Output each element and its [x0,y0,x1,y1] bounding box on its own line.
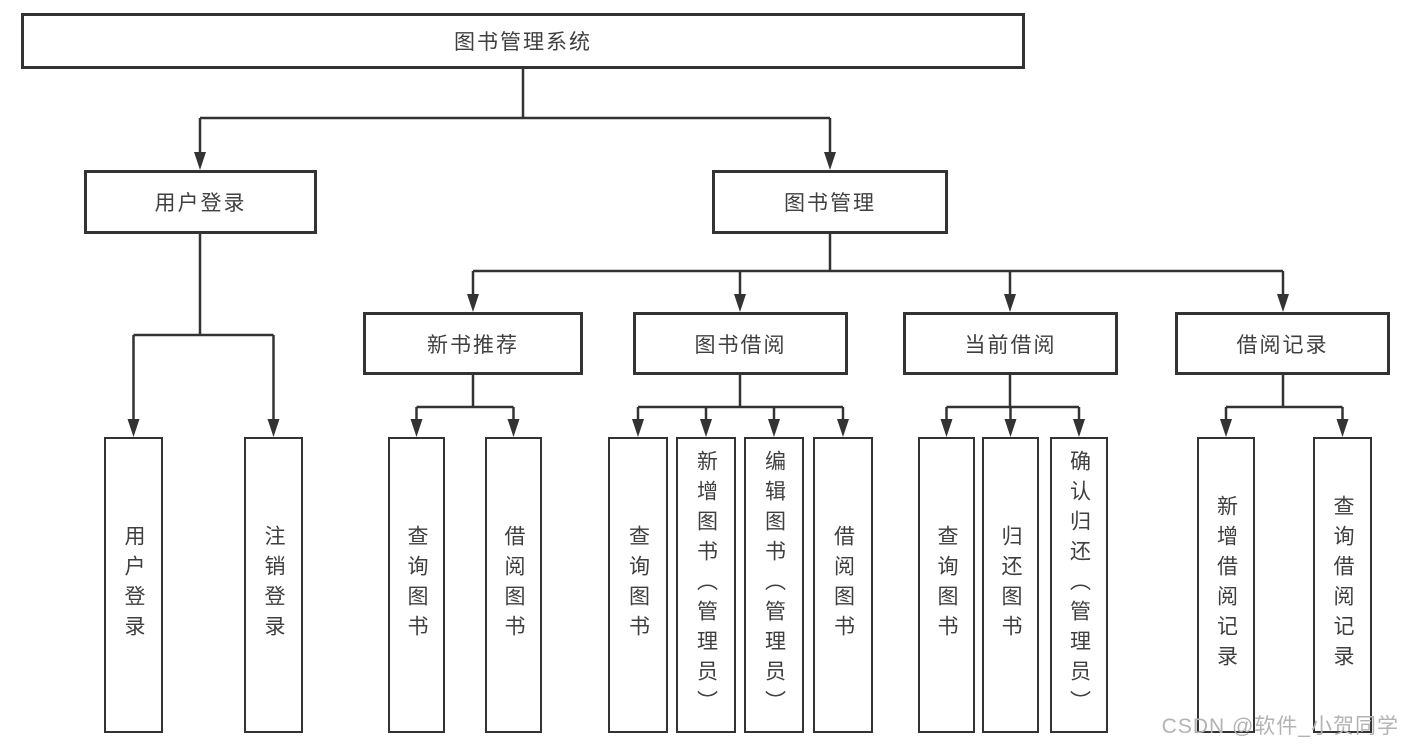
node-label: 查询图书 [405,525,428,645]
node-label: 图书借阅 [694,333,787,357]
node-label: 查询图书 [935,525,958,645]
node-label: 用户登录 [154,192,247,215]
node-new-book-recommendation: 新书推荐 [363,312,583,375]
node-leaf-query-books: 查询图书 [388,437,445,733]
node-leaf-query-books: 查询图书 [918,437,975,733]
node-user-login-group: 用户登录 [84,170,317,234]
node-label: 新增图书（管理员） [694,450,718,720]
node-leaf-edit-books-admin: 编辑图书（管理员） [744,437,804,733]
csdn-watermark: CSDN @软件_小贺同学 [1161,715,1399,738]
node-label: 借阅图书 [502,525,525,645]
node-leaf-query-books: 查询图书 [608,437,668,733]
node-book-borrowing: 图书借阅 [633,312,848,375]
node-library-management-system: 图书管理系统 [21,13,1025,69]
node-label: 图书管理 [784,192,876,215]
node-label: 查询借阅记录 [1331,495,1354,675]
node-leaf-borrow-books: 借阅图书 [485,437,542,733]
node-leaf-add-borrow-record: 新增借阅记录 [1197,437,1255,733]
node-label: 新书推荐 [427,333,519,357]
node-leaf-user-login: 用户登录 [104,437,163,733]
node-label: 确认归还（管理员） [1067,450,1091,720]
node-label: 归还图书 [999,525,1022,645]
node-label: 借阅图书 [831,525,855,645]
node-borrowing-records: 借阅记录 [1175,312,1390,375]
node-label: 当前借阅 [964,333,1057,357]
node-leaf-borrow-books: 借阅图书 [813,437,873,733]
node-label: 用户登录 [122,525,145,645]
node-label: 图书管理系统 [454,31,592,54]
node-book-management-group: 图书管理 [712,170,948,234]
node-leaf-add-books-admin: 新增图书（管理员） [676,437,736,733]
node-label: 查询图书 [626,525,650,645]
node-label: 借阅记录 [1236,333,1329,357]
node-label: 新增借阅记录 [1214,495,1238,675]
node-leaf-logout: 注销登录 [244,437,303,733]
node-leaf-return-books: 归还图书 [982,437,1039,733]
node-leaf-query-borrow-record: 查询借阅记录 [1313,437,1372,733]
node-current-borrowing: 当前借阅 [903,312,1118,375]
node-label: 编辑图书（管理员） [762,450,786,720]
node-leaf-confirm-return-admin: 确认归还（管理员） [1050,437,1108,733]
node-label: 注销登录 [262,525,285,645]
